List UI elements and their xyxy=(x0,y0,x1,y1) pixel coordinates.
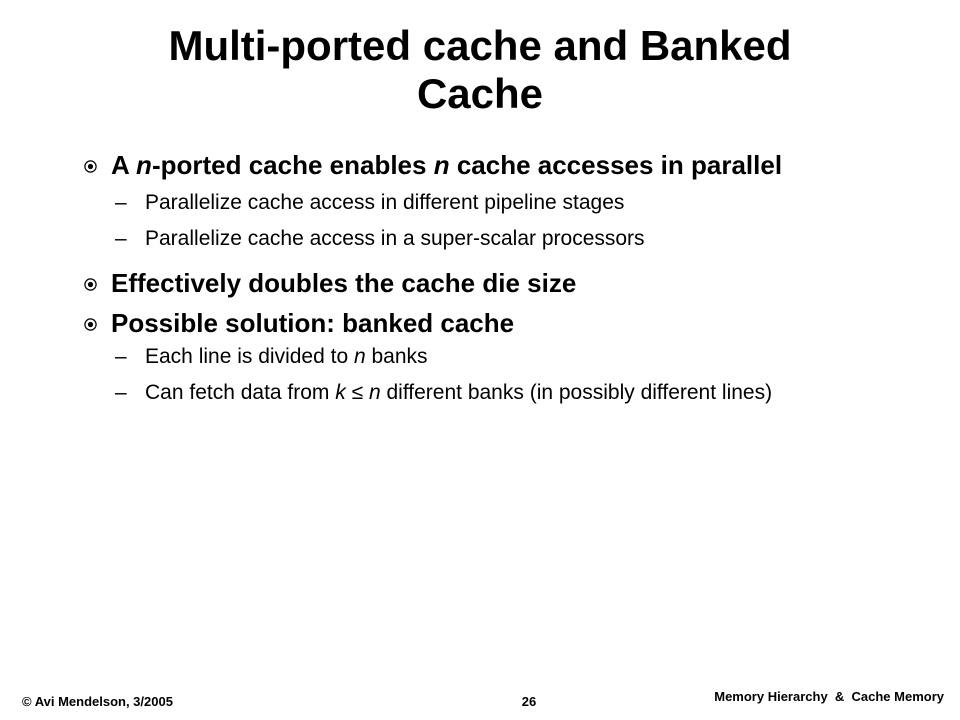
bullet-n-ported: A n-ported cache enables n cache accesse… xyxy=(84,150,884,180)
footer-copyright: © Avi Mendelson, 3/2005 xyxy=(22,694,173,709)
sub-bullet-superscalar: – Parallelize cache access in a super-sc… xyxy=(84,226,884,252)
circle-dot-icon xyxy=(84,160,97,173)
slide-title: Multi-ported cache and Banked Cache xyxy=(60,22,900,118)
bullet-die-size: Effectively doubles the cache die size xyxy=(84,268,884,298)
dash-marker: – xyxy=(115,345,127,368)
dash-marker: – xyxy=(115,381,127,404)
bullet-text: Possible solution: banked cache xyxy=(111,308,515,338)
bullet-list: A n-ported cache enables n cache accesse… xyxy=(84,150,884,416)
title-line-1: Multi-ported cache and Banked xyxy=(168,22,792,69)
sub-bullet-text: Parallelize cache access in different pi… xyxy=(145,191,625,214)
bullet-text: A n-ported cache enables n cache accesse… xyxy=(111,150,783,180)
sub-bullet-text: Each line is divided to n banks xyxy=(145,345,428,368)
title-line-2: Cache xyxy=(416,70,544,117)
circle-dot-icon xyxy=(84,318,97,331)
footer-course-title: Memory Hierarchy & Cache Memory xyxy=(714,689,944,704)
sub-bullet-pipeline: – Parallelize cache access in different … xyxy=(84,190,884,216)
sub-bullet-text: Can fetch data from k ≤ n different bank… xyxy=(145,381,773,404)
dash-marker: – xyxy=(115,191,127,214)
sub-bullet-text: Parallelize cache access in a super-scal… xyxy=(145,227,645,250)
sub-bullet-n-banks: – Each line is divided to n banks xyxy=(84,344,884,370)
bullet-text: Effectively doubles the cache die size xyxy=(111,268,577,298)
dash-marker: – xyxy=(115,227,127,250)
sub-bullet-fetch-banks: – Can fetch data from k ≤ n different ba… xyxy=(84,380,884,406)
circle-dot-icon xyxy=(84,278,97,291)
bullet-banked-cache: Possible solution: banked cache xyxy=(84,308,884,338)
footer-page-number: 26 xyxy=(521,694,537,709)
